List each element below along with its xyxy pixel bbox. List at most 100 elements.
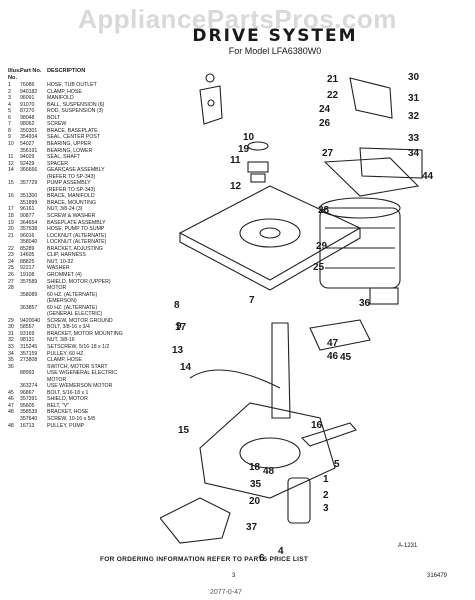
part-number: 350301 [20, 127, 38, 134]
part-number: 16713 [20, 422, 35, 429]
callout-45: 45 [340, 352, 352, 363]
callout-22: 22 [327, 90, 339, 101]
part-number: 88993 [20, 370, 35, 377]
part-number: 357729 [20, 180, 38, 187]
hose-bracket-part [300, 422, 357, 447]
part-description: LOCKNUT (ALTERNATE) [47, 232, 107, 239]
illus-number: 3 [8, 95, 11, 102]
adjusting-bracket-part [349, 77, 393, 119]
part-description: BRACE, MOUNTING [47, 199, 96, 206]
illus-number: 46 [8, 396, 14, 403]
scan-mark: 2077-0-47 [210, 589, 242, 596]
callout-46: 46 [327, 351, 339, 362]
part-description: NUT, 3/8-24 (3) [47, 206, 83, 213]
part-number: 92217 [20, 265, 35, 272]
illus-number: 21 [8, 232, 14, 239]
part-number: 357159 [20, 350, 38, 357]
part-number: 940182 [20, 88, 38, 95]
illus-number: 11 [8, 154, 14, 161]
illus-number: 45 [8, 389, 14, 396]
illus-number: 34 [8, 350, 14, 357]
part-description: BRACE, BASEPLATE [47, 127, 98, 134]
part-number: 85289 [20, 245, 35, 252]
part-description: BRACE, MANIFOLD [47, 193, 95, 200]
illus-number: 26 [8, 271, 14, 278]
callout-25: 25 [313, 262, 325, 273]
parts-row: (EMERSON) [8, 298, 164, 305]
part-description: PUMP ASSEMBLY [47, 180, 91, 187]
callout-16: 16 [311, 420, 323, 431]
exploded-diagram [160, 73, 423, 544]
callout-12: 12 [230, 181, 242, 192]
belt-part [271, 322, 291, 419]
callout-28: 28 [318, 205, 330, 216]
part-number: 19108 [20, 271, 35, 278]
part-description: SHIELD, MOTOR (UPPER) [47, 278, 111, 285]
part-number: 58557 [20, 324, 35, 331]
illus-number: 18 [8, 213, 14, 220]
part-number: 87270 [20, 108, 35, 115]
spacer-part [250, 173, 266, 183]
part-description: 60 HZ. (ALTERNATE) [47, 291, 98, 298]
part-number: 364654 [20, 219, 38, 226]
callout-15: 15 [178, 425, 190, 436]
illus-number: 7 [8, 121, 11, 128]
callout-5: 5 [334, 459, 340, 470]
part-description: SHIELD, MOTOR [47, 396, 88, 403]
callout-17: 17 [175, 322, 187, 333]
part-description: BASEPLATE ASSEMBLY [47, 219, 106, 226]
part-description: WASHER [47, 265, 70, 272]
callout-1: 1 [323, 474, 329, 485]
part-description: (EMERSON) [47, 298, 77, 305]
parts-row: 21 96016 LOCKNUT (ALTERNATE) [8, 233, 164, 240]
part-number: 357589 [20, 278, 38, 285]
part-description: BRACKET, ADJUSTING [47, 245, 103, 252]
part-description: BRACKET, HOSE [47, 409, 89, 416]
part-number: 94029 [20, 154, 35, 161]
illus-number: 33 [8, 343, 14, 350]
illus-number: 27 [8, 278, 14, 285]
part-description: CLAMP, HOSE [47, 88, 82, 95]
motor-shield-part [323, 157, 420, 197]
callout-27: 27 [322, 148, 334, 159]
illus-number: 47 [8, 402, 14, 409]
part-description: SCREW & WASHER [47, 213, 96, 220]
illus-number: 22 [8, 245, 14, 252]
rod-top-part [199, 85, 223, 125]
motor-part [319, 207, 401, 289]
part-description: BRACKET, MOTOR MOUNTING [47, 330, 123, 337]
part-number: 96016 [20, 232, 35, 239]
part-description: SPACER [47, 160, 68, 167]
part-description: SCREW, 10-16 x 5/8 [47, 415, 95, 422]
callout-30: 30 [408, 72, 420, 83]
callout-32: 32 [408, 111, 420, 122]
part-description: LOCKNUT (ALTERNATE) [47, 239, 107, 246]
parts-row: MOTOR [8, 377, 164, 384]
watermark: AppliancePartsPros.com [78, 4, 397, 34]
parts-row: 27 357589 SHIELD, MOTOR (UPPER) [8, 279, 164, 286]
seal-part [247, 161, 269, 173]
illus-number: 32 [8, 337, 14, 344]
illus-number: 14 [8, 167, 14, 174]
part-number: 14605 [20, 252, 35, 259]
parts-row: 22 85289 BRACKET, ADJUSTING [8, 246, 164, 253]
part-description: BOLT, 5/16-18 x 1 [47, 389, 89, 396]
